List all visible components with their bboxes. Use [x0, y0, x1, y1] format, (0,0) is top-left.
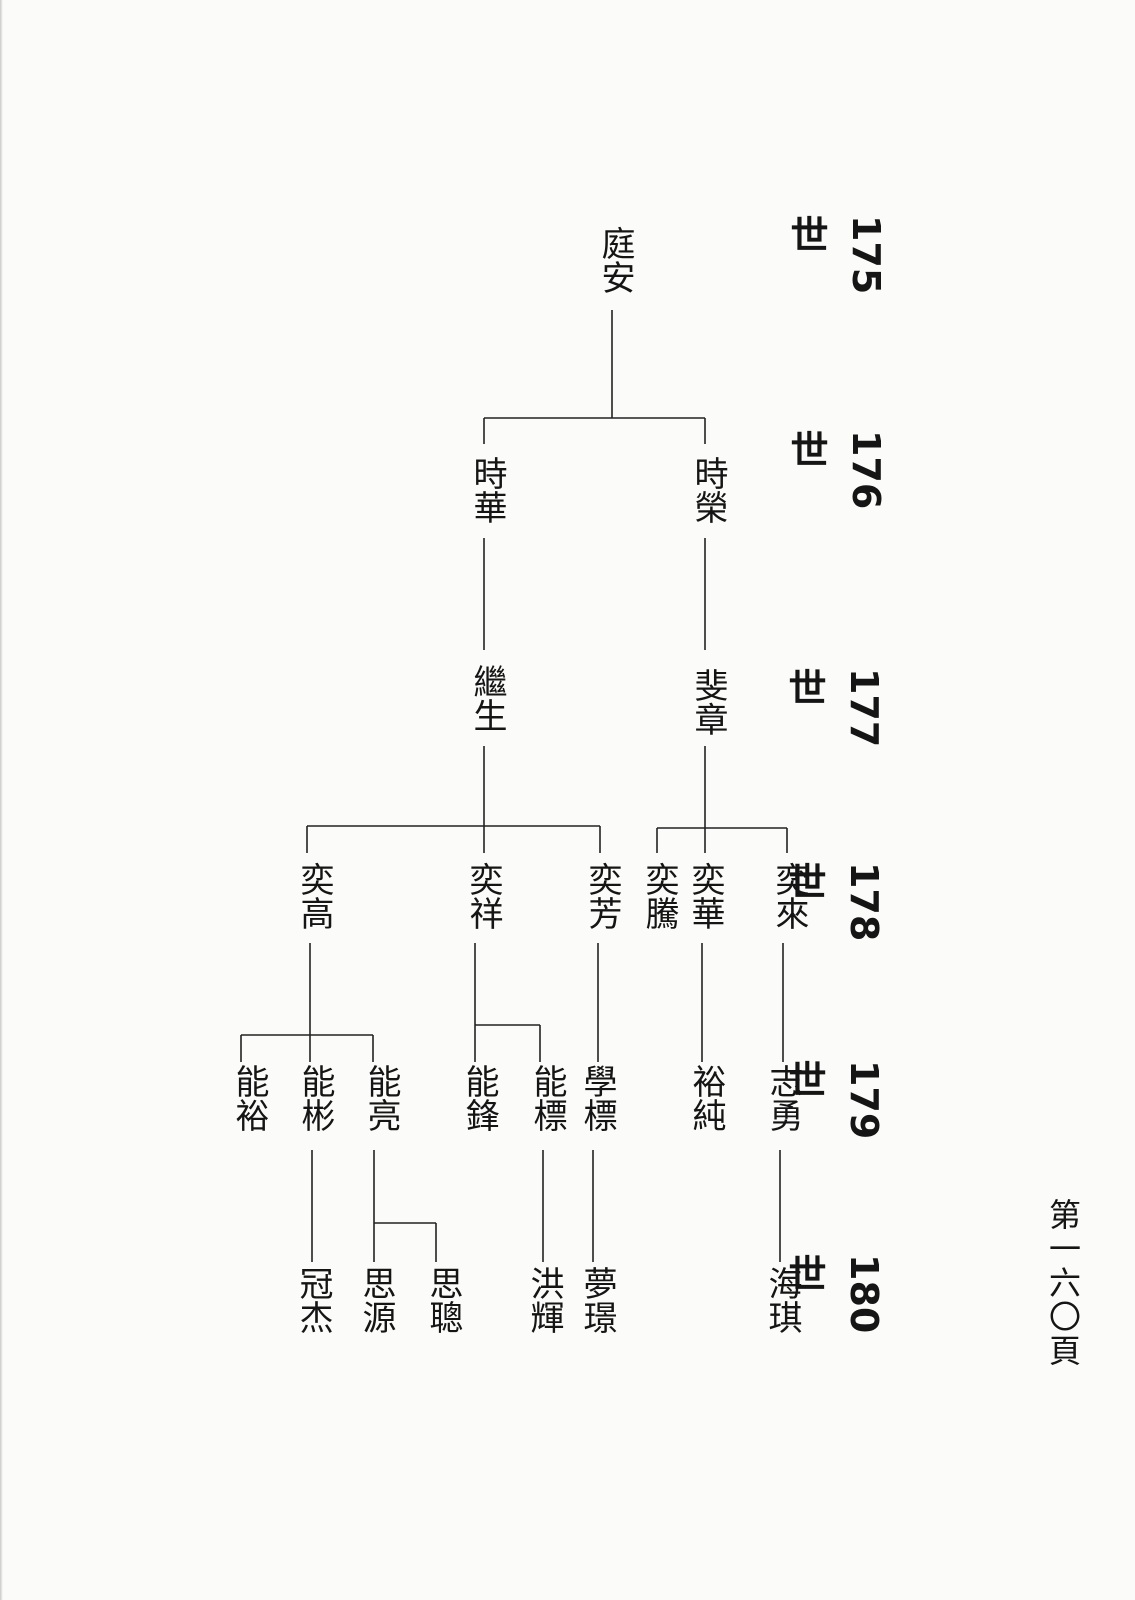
person-yigao: 奕高 — [294, 862, 334, 930]
person-yilai: 奕來 — [769, 862, 809, 930]
person-nengyu: 能裕 — [229, 1064, 269, 1132]
person-siyuan: 思源 — [356, 1266, 396, 1334]
person-haiqi: 海琪 — [762, 1266, 802, 1334]
person-nengbiao: 能標 — [527, 1064, 567, 1132]
person-shirong: 時榮 — [688, 456, 728, 524]
person-guanjie: 冠杰 — [293, 1266, 333, 1334]
generation-label-175: 175世 — [784, 215, 888, 295]
person-zhiyong: 志勇 — [763, 1064, 803, 1132]
generation-label-179: 179世 — [782, 1060, 886, 1140]
person-nengliang: 能亮 — [361, 1064, 401, 1132]
generation-label-176: 176世 — [784, 430, 888, 510]
generation-label-177: 177世 — [782, 668, 886, 748]
generation-label-178: 178世 — [782, 862, 886, 942]
generation-label-180: 180世 — [782, 1254, 886, 1334]
person-nengbin: 能彬 — [295, 1064, 335, 1132]
person-nengfeng: 能鋒 — [459, 1064, 499, 1132]
person-yixiang: 奕祥 — [463, 862, 503, 930]
person-shihua: 時華 — [467, 456, 507, 524]
person-yiteng: 奕騰 — [639, 862, 679, 930]
page-number: 第一六〇頁 — [1044, 1198, 1082, 1368]
person-yifang: 奕芳 — [582, 862, 622, 930]
person-honghui: 洪輝 — [524, 1266, 564, 1334]
scan-left-edge — [0, 0, 3, 1600]
person-xuebiao: 學標 — [577, 1064, 617, 1132]
person-sicong: 思聰 — [423, 1266, 463, 1334]
person-tingan: 庭安 — [595, 226, 635, 294]
person-yuchun: 裕純 — [686, 1064, 726, 1132]
person-feizhang: 斐章 — [688, 668, 728, 736]
person-yihua: 奕華 — [685, 862, 725, 930]
person-jisheng: 繼生 — [467, 664, 507, 732]
person-mengjing: 夢璟 — [577, 1266, 617, 1334]
